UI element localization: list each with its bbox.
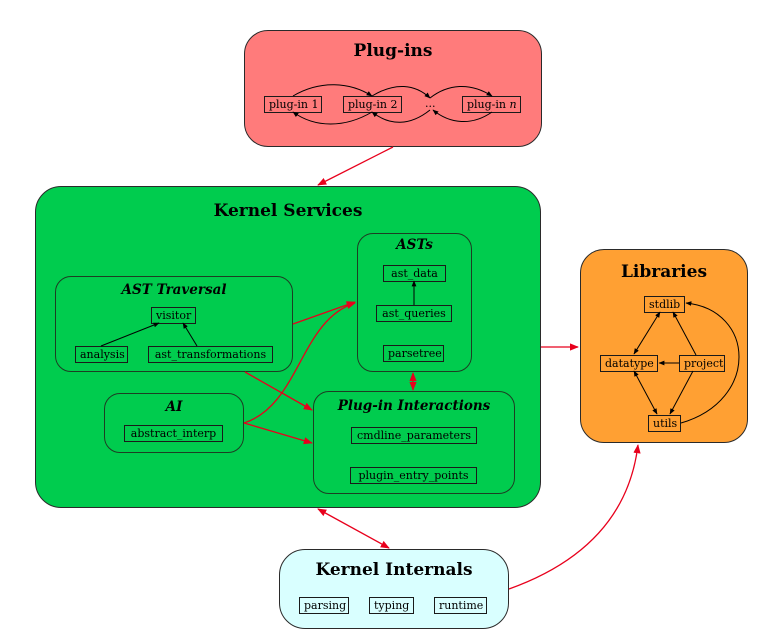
abstract-interp-node: abstract_interp [124, 425, 223, 442]
edge-plugins-to-kernel-services [317, 146, 394, 186]
plugin-interactions-title: Plug-in Interactions [337, 398, 491, 414]
libraries-title: Libraries [620, 262, 708, 282]
ast-transformations-node: ast_transformations [148, 346, 273, 363]
plugin-interactions-group: Plug-in Interactions [313, 391, 515, 494]
libraries-group: Libraries [580, 249, 748, 443]
parsing-node: parsing [299, 597, 349, 614]
runtime-node: runtime [434, 597, 487, 614]
cmdline-parameters-node: cmdline_parameters [351, 427, 477, 444]
kernel-internals-title: Kernel Internals [315, 560, 473, 580]
ast-data-node: ast_data [383, 265, 446, 282]
ai-group: AI [104, 393, 244, 453]
ast-queries-node: ast_queries [376, 305, 452, 322]
datatype-node: datatype [600, 355, 658, 372]
edge-kernel-services-internals [317, 508, 390, 549]
asts-title: ASTs [396, 237, 433, 253]
plugin-ellipsis: ... [425, 97, 436, 110]
plugin-entry-points-node: plugin_entry_points [350, 467, 477, 484]
plugin-n-node: plug-in n [462, 96, 521, 113]
plugin-n-label: plug-in n [467, 98, 517, 111]
typing-node: typing [369, 597, 414, 614]
stdlib-node: stdlib [644, 296, 685, 313]
visitor-node: visitor [151, 307, 196, 324]
plugins-group: Plug-ins [244, 30, 542, 147]
kernel-internals-group: Kernel Internals [279, 549, 509, 629]
plugin-1-node: plug-in 1 [264, 96, 322, 113]
plugin-2-node: plug-in 2 [343, 96, 402, 113]
asts-group: ASTs [357, 233, 472, 372]
parsetree-node: parsetree [383, 345, 444, 362]
kernel-services-title: Kernel Services [213, 201, 363, 221]
plugins-title: Plug-ins [353, 41, 433, 61]
ai-title: AI [165, 399, 183, 415]
ast-traversal-title: AST Traversal [121, 282, 227, 298]
utils-node: utils [648, 415, 681, 432]
project-node: project [679, 355, 725, 372]
analysis-node: analysis [75, 346, 128, 363]
